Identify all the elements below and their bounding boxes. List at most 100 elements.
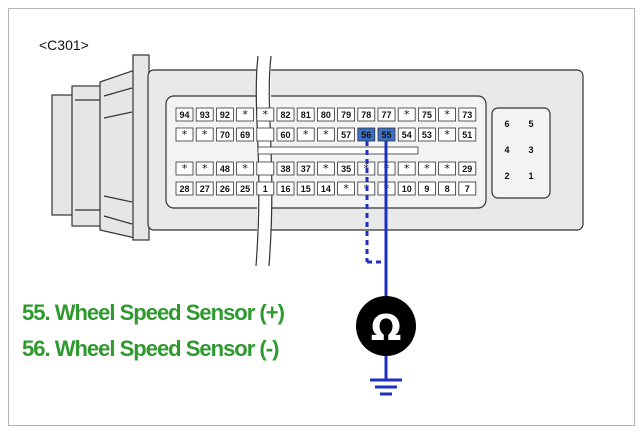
pin-number: 81 — [301, 110, 311, 120]
pin-cell — [195, 107, 214, 122]
pin-cell — [438, 107, 457, 122]
pin-cell — [276, 127, 295, 142]
pin-cell — [296, 181, 315, 196]
pin-cell — [296, 127, 315, 142]
pin-unused-marker: * — [444, 162, 450, 175]
svg-text:Ω: Ω — [371, 308, 402, 349]
pin-unused-marker: * — [182, 128, 188, 141]
pin-number: 37 — [301, 164, 311, 174]
pin-unused-marker: * — [263, 108, 269, 121]
pin-number: 94 — [179, 110, 189, 120]
legend-pin56: 56. Wheel Speed Sensor (-) — [22, 336, 279, 361]
pin-cell — [195, 161, 214, 176]
pin-cell — [175, 161, 194, 176]
pin-number: 6 — [504, 119, 509, 129]
pin-cell — [215, 127, 234, 142]
pin-cell — [276, 107, 295, 122]
pin-number: 70 — [220, 130, 230, 140]
pin-number: 16 — [280, 184, 290, 194]
pin-cell — [175, 181, 194, 196]
pin-cell — [276, 161, 295, 176]
pin-number: 77 — [381, 110, 391, 120]
pin-cell — [397, 161, 416, 176]
pin-cell — [215, 107, 234, 122]
connector-label: <C301> — [39, 37, 89, 53]
pin-unused-marker: * — [242, 162, 248, 175]
pin-number: 48 — [220, 164, 230, 174]
pin-cell — [256, 127, 275, 142]
pin-unused-marker: * — [424, 162, 430, 175]
pin-cell — [175, 127, 194, 142]
pin-cell — [316, 181, 335, 196]
pin-unused-marker: * — [202, 128, 208, 141]
pin-number: 69 — [240, 130, 250, 140]
pin-unused-marker: * — [444, 128, 450, 141]
pin-cell — [236, 181, 255, 196]
pin-cell — [438, 181, 457, 196]
pin-unused-marker: * — [444, 108, 450, 121]
pin-cell — [236, 161, 255, 176]
pin-number: 55 — [381, 130, 391, 140]
pin-number: 75 — [422, 110, 432, 120]
pin-cell — [236, 107, 255, 122]
pin-cell — [236, 127, 255, 142]
pin-number: 79 — [341, 110, 351, 120]
pin-number: 80 — [321, 110, 331, 120]
pin-number: 28 — [179, 184, 189, 194]
pin-unused-marker: * — [303, 128, 309, 141]
pin-cell — [296, 107, 315, 122]
ohmmeter-icon: Ω — [356, 296, 416, 356]
pin-unused-marker: * — [323, 162, 329, 175]
pin-number: 10 — [402, 184, 412, 194]
pin-cell — [458, 181, 477, 196]
pin-cell — [417, 161, 436, 176]
pin-number: 93 — [200, 110, 210, 120]
pin-number: 3 — [528, 145, 533, 155]
pin-number: 5 — [528, 119, 533, 129]
pin-unused-marker: * — [404, 162, 410, 175]
pin-cell — [417, 127, 436, 142]
pin-cell — [316, 107, 335, 122]
pin-number: 26 — [220, 184, 230, 194]
pin-number: 38 — [280, 164, 290, 174]
pin-cell — [215, 181, 234, 196]
connector-housing-rear — [51, 54, 150, 241]
pin-number: 14 — [321, 184, 331, 194]
pin-cell — [417, 181, 436, 196]
pin-cell — [256, 181, 275, 196]
pin-cell — [397, 107, 416, 122]
pin-cell — [256, 161, 275, 176]
pin-number: 82 — [280, 110, 290, 120]
pin-number: 2 — [504, 171, 509, 181]
pin-number: 51 — [462, 130, 472, 140]
pin-number: 35 — [341, 164, 351, 174]
pin-cell — [337, 107, 356, 122]
pin-number: 1 — [528, 171, 533, 181]
pin-cell — [397, 181, 416, 196]
pin-number: 27 — [200, 184, 210, 194]
pin-cell — [458, 161, 477, 176]
pin-cell — [296, 161, 315, 176]
pin-cell — [397, 127, 416, 142]
pin-number: 15 — [301, 184, 311, 194]
pin-cell — [316, 127, 335, 142]
pin-number: 56 — [361, 130, 371, 140]
pin-number: 29 — [462, 164, 472, 174]
key-slot — [257, 146, 419, 155]
legend-pin55: 55. Wheel Speed Sensor (+) — [22, 300, 285, 325]
pin-cell — [337, 181, 356, 196]
pin-number: 7 — [465, 184, 470, 194]
pin-cell — [438, 161, 457, 176]
pin-number: 53 — [422, 130, 432, 140]
ground-icon — [370, 356, 402, 396]
pin-number: 9 — [424, 184, 429, 194]
pin-cell — [417, 107, 436, 122]
pin-cell — [316, 161, 335, 176]
pin-cell — [337, 127, 356, 142]
pin-unused-marker: * — [404, 108, 410, 121]
pin-cell — [458, 107, 477, 122]
pin-unused-marker: * — [182, 162, 188, 175]
